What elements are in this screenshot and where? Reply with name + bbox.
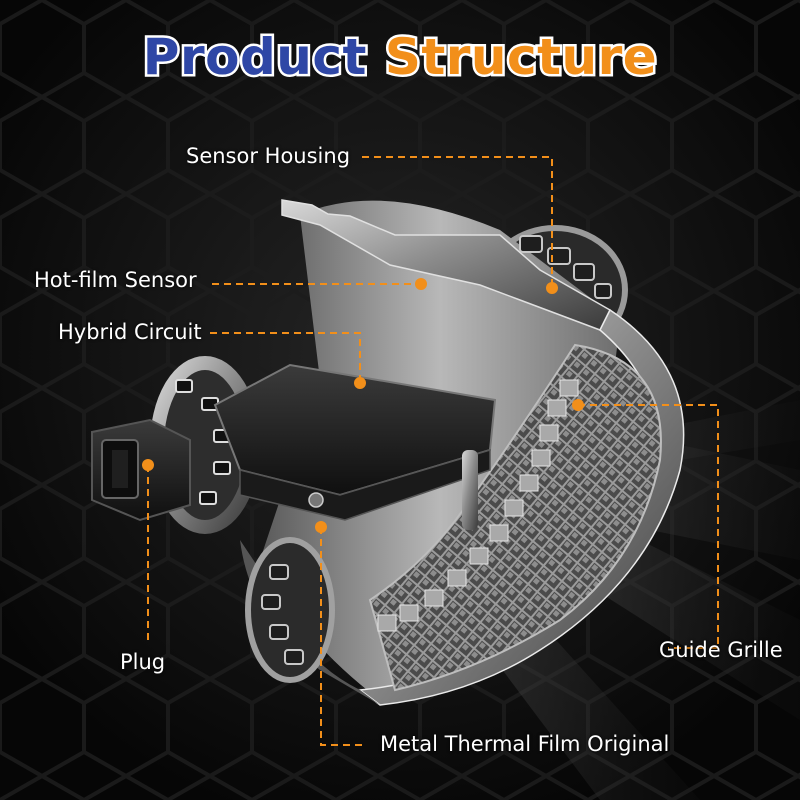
guide-grille [368,343,662,692]
title-part-product: Product [140,26,369,89]
label-sensor-housing: Sensor Housing [186,144,351,168]
label-hybrid-circuit: Hybrid Circuit [58,320,202,344]
label-metal-thermal-film: Metal Thermal Film Original [380,732,670,756]
title-part-structure: Structure [382,26,659,89]
callout-dots [142,278,584,533]
label-hot-film-sensor: Hot-film Sensor [34,268,197,292]
page-title: Product Structure [0,26,800,89]
label-plug: Plug [120,650,166,674]
callout-lines [147,156,719,746]
hybrid-circuit-module [213,363,497,530]
plug-connector [91,418,191,522]
label-guide-grille: Guide Grille [659,638,783,662]
